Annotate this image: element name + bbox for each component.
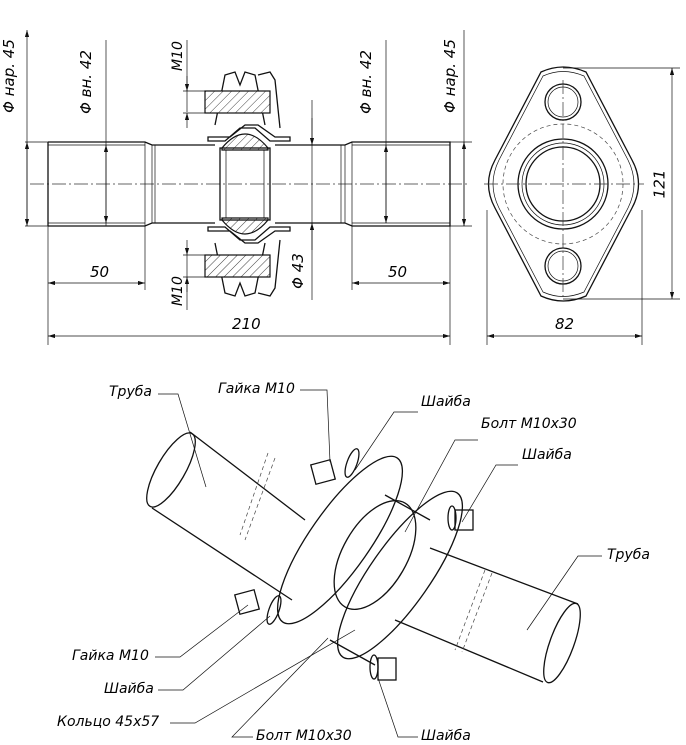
callout-washer-bottom: Шайба <box>104 681 154 697</box>
dim-inner-dia-right: Φ вн. 42 <box>356 50 375 114</box>
callout-nut-top: Гайка M10 <box>218 381 295 397</box>
dim-ring-dia: Φ 43 <box>288 253 307 289</box>
callout-bolt-bottom: Болт M10x30 <box>256 728 352 744</box>
callout-pipe-left: Труба <box>109 384 152 400</box>
dim-bolt-top: M10 <box>169 41 186 71</box>
dim-total-length: 210 <box>232 315 261 333</box>
callout-ring: Кольцо 45x57 <box>57 714 160 730</box>
dim-len-left: 50 <box>90 263 110 281</box>
isometric-exploded-view <box>146 389 602 738</box>
dim-inner-dia-left: Φ вн. 42 <box>76 50 95 114</box>
dim-flange-width: 82 <box>555 315 575 333</box>
side-section-view <box>24 30 472 345</box>
callout-pipe-right: Труба <box>607 547 650 563</box>
dim-bolt-bottom: M10 <box>169 276 186 306</box>
dim-outer-dia-right: Φ нар. 45 <box>440 39 459 113</box>
dim-len-right: 50 <box>388 263 408 281</box>
callout-washer-top: Шайба <box>421 394 471 410</box>
dim-flange-height: 121 <box>650 169 669 199</box>
callout-washer-top-right: Шайба <box>522 447 572 463</box>
callout-nut-bottom: Гайка M10 <box>72 648 149 664</box>
callout-washer-bottom-right: Шайба <box>421 728 471 744</box>
flange-front-view <box>484 66 680 345</box>
dim-outer-dia-left: Φ нар. 45 <box>0 39 18 113</box>
callout-bolt-top: Болт M10x30 <box>481 416 577 432</box>
